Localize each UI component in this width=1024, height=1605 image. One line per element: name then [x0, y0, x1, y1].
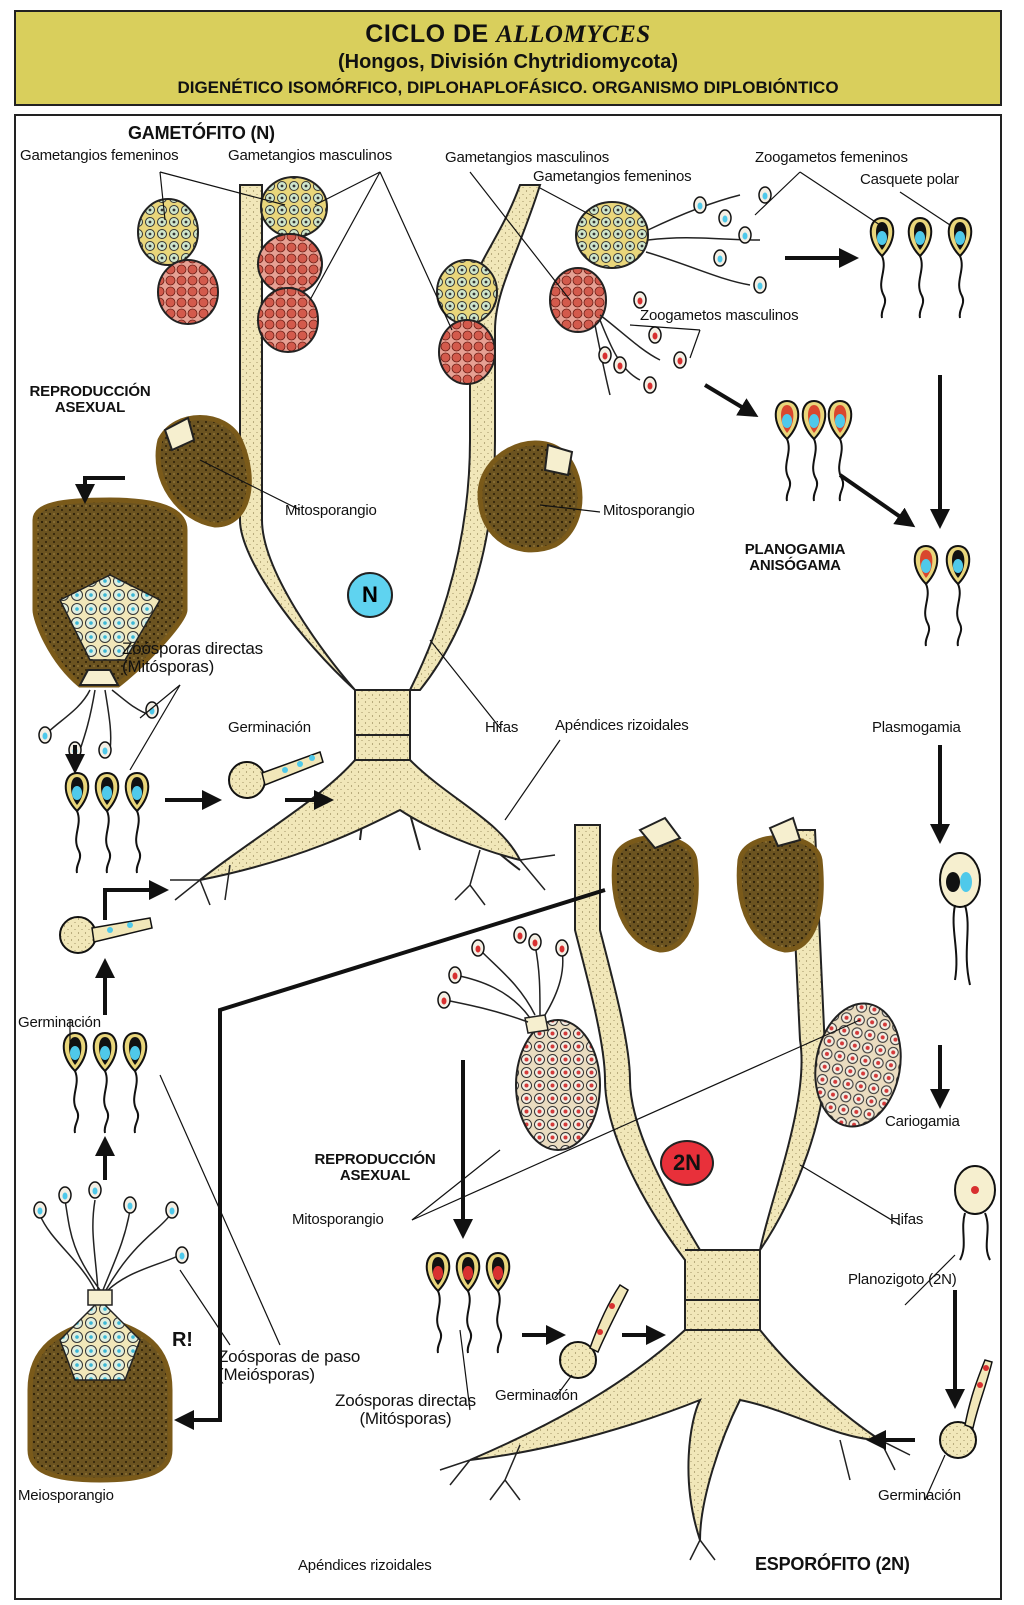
- title-prefix: CICLO DE: [365, 20, 497, 48]
- germinating-mitospore-top: [228, 751, 324, 799]
- meiospores-left: [62, 1032, 148, 1134]
- female-zoogametes-label: Zoogametos femeninos: [755, 149, 908, 166]
- title-genus: ALLOMYCES: [496, 21, 651, 48]
- plasmogamy-cell: [939, 852, 981, 986]
- polar-cap-label: Casquete polar: [860, 171, 959, 188]
- arrow-asexual-top: [75, 476, 125, 504]
- female-gametangia-left-label: Gametangios femeninos: [20, 147, 179, 164]
- germination-top-label: Germinación: [228, 719, 311, 736]
- asexual-reproduction-bottom-label: REPRODUCCIÓN ASEXUAL: [314, 1151, 436, 1184]
- germination-bottom-label: Germinación: [495, 1387, 578, 1404]
- germinating-meiospore: [59, 916, 153, 954]
- plasmogamy-label: Plasmogamia: [872, 719, 961, 736]
- female-gametangium: [137, 198, 199, 266]
- mitosporangium-left-label: Mitosporangio: [285, 502, 377, 519]
- rhizoids-bottom-label: Apéndices rizoidales: [298, 1557, 432, 1574]
- arrow-to-planogamy: [838, 473, 916, 528]
- male-gametangium: [549, 267, 607, 333]
- gametophyte: [170, 184, 556, 906]
- discharging-mitosporangium: [32, 497, 188, 759]
- direct-zoospores-bottom-label: Zoósporas directas (Mitósporas): [335, 1391, 476, 1428]
- germination-left-label: Germinación: [18, 1014, 101, 1031]
- karyogamy-cell: [954, 1165, 996, 1261]
- sporophyte-label: ESPORÓFITO (2N): [755, 1554, 910, 1574]
- gametophyte-label: GAMETÓFITO (N): [128, 123, 275, 143]
- arrow-male-gametes: [703, 383, 759, 418]
- male-gametangium: [157, 259, 219, 325]
- diploid-mitosporangium-right: [814, 1002, 902, 1128]
- diploid-badge: 2N: [660, 1140, 714, 1186]
- leader-lines: [69, 171, 956, 1501]
- female-zoogametes: [869, 217, 973, 319]
- arrow-to-gametophyte-2: [103, 880, 169, 920]
- diagram-frame: [14, 114, 1002, 1600]
- diploid-mitospores: [425, 1252, 511, 1354]
- mitosporangium-bottom-label: Mitosporangio: [292, 1211, 384, 1228]
- meiosporangium-label: Meiosporangio: [18, 1487, 114, 1504]
- male-gametangium: [257, 287, 319, 353]
- sporophyte-mitosporangium-top-right: [736, 816, 824, 953]
- gametangia-releasing: [549, 186, 772, 396]
- karyogamy-label: Cariogamia: [885, 1113, 960, 1130]
- rhizoids-bottom: [469, 1329, 884, 1541]
- meiosporangium: [27, 1181, 189, 1483]
- female-gametangium: [575, 201, 649, 269]
- germination-right-label: Germinación: [878, 1487, 961, 1504]
- meiosis-mark: R!: [172, 1329, 193, 1351]
- female-gametangia-right-label: Gametangios femeninos: [533, 168, 692, 185]
- gametangia-left: [137, 176, 328, 353]
- diploid-mitosporangium-left: [437, 926, 601, 1151]
- zygote-germination: [939, 1359, 993, 1459]
- mitosporangium-left: [155, 415, 252, 528]
- passage-zoospores-label: Zoósporas de paso (Meiósporas): [218, 1347, 361, 1384]
- rhizoids-top-label: Apéndices rizoidales: [555, 717, 689, 734]
- male-gametangium: [438, 319, 496, 385]
- sporophyte-mitosporangium-top-left: [611, 816, 699, 953]
- female-gametangium: [260, 176, 328, 238]
- planozygote-label: Planozigoto (2N): [848, 1271, 957, 1288]
- hyphae-bottom-label: Hifas: [890, 1211, 924, 1228]
- title-line-3: DIGENÉTICO ISOMÓRFICO, DIPLOHAPLOFÁSICO.…: [177, 78, 839, 97]
- haploid-badge: N: [347, 572, 393, 618]
- title-banner: CICLO DE ALLOMYCES (Hongos, División Chy…: [14, 10, 1002, 106]
- title-line-1: CICLO DE ALLOMYCES: [16, 20, 1000, 49]
- asexual-reproduction-top-label: REPRODUCCIÓN ASEXUAL: [29, 383, 151, 416]
- gametangia-middle: [436, 259, 498, 385]
- arrows: [65, 248, 965, 1450]
- male-gametangium: [257, 233, 323, 295]
- planogamy-label: PLANOGAMIA ANISÓGAMA: [744, 541, 846, 574]
- title-line-2: (Hongos, División Chytridiomycota): [337, 51, 679, 73]
- arrow-to-meiosporangium: [174, 888, 606, 1430]
- gametophyte-hypha: [239, 184, 542, 761]
- hyphae-top-label: Hifas: [485, 719, 519, 736]
- mitosporangium-right: [477, 440, 583, 553]
- male-zoogametes: [774, 400, 853, 502]
- male-gametangia-right-label: Gametangios masculinos: [445, 149, 610, 166]
- female-gametangium: [436, 259, 498, 325]
- direct-zoospores-top-label: Zoósporas directas (Mitósporas): [122, 639, 263, 676]
- male-gametangia-left-label: Gametangios masculinos: [228, 147, 393, 164]
- planogamia-pair: [913, 545, 971, 647]
- mitosporangium-right-label: Mitosporangio: [603, 502, 695, 519]
- male-zoogametes-label: Zoogametos masculinos: [640, 307, 799, 324]
- germinating-diploid-mitospore: [559, 1283, 629, 1379]
- mitospores-top: [64, 772, 150, 874]
